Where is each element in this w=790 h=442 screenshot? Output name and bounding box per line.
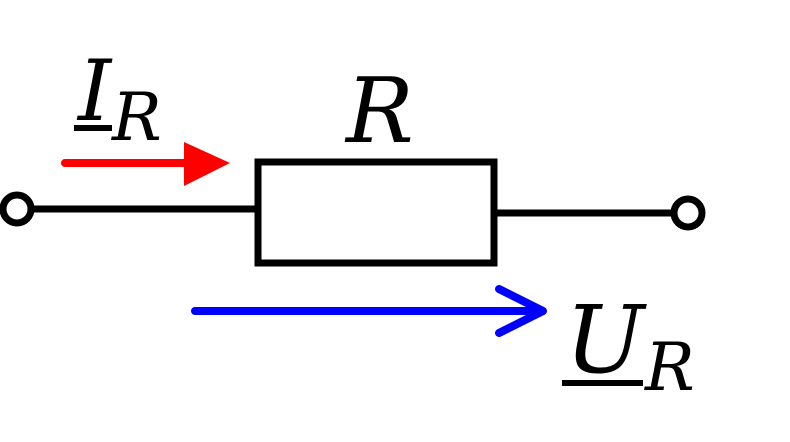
resistor-label: R xyxy=(344,59,414,164)
left-terminal xyxy=(0,191,35,227)
voltage-label-main: U xyxy=(565,286,647,395)
current-label-subscript: R xyxy=(111,79,162,156)
right-terminal xyxy=(670,195,706,231)
current-arrow xyxy=(61,142,230,186)
resistor-body xyxy=(254,158,498,267)
voltage-label-subscript: R xyxy=(644,329,695,406)
voltage-arrow-head xyxy=(495,285,547,337)
voltage-arrow xyxy=(191,285,547,337)
current-arrow-head xyxy=(184,142,230,186)
current-label-main: I xyxy=(76,42,113,140)
